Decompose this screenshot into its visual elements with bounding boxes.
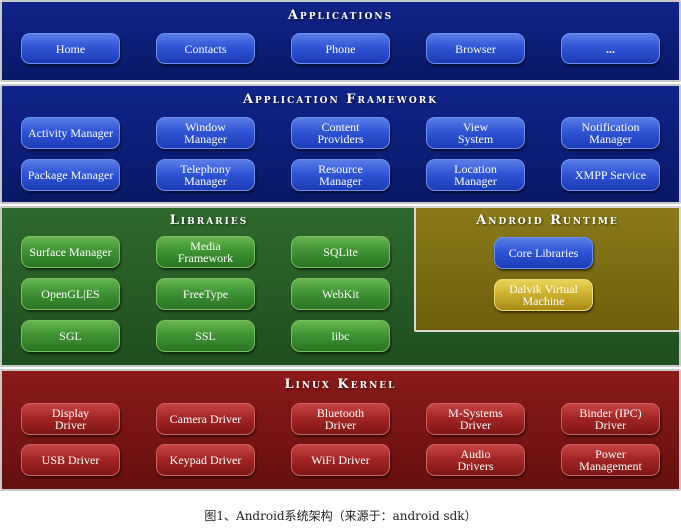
app-phone: Phone [291,33,390,64]
app-contacts: Contacts [156,33,255,64]
fw-location-manager: Location Manager [426,159,525,191]
lib-libc: libc [291,320,390,352]
libraries-title: Libraries [169,213,249,228]
kernel-keypad-driver: Keypad Driver [156,444,255,476]
kernel-audio-drivers: Audio Drivers [426,444,525,476]
fw-content-providers: Content Providers [291,117,390,149]
kernel-wifi-driver: WiFi Driver [291,444,390,476]
fw-telephony-manager: Telephony Manager [156,159,255,191]
fw-xmpp-service: XMPP Service [561,159,660,191]
kernel-usb-driver: USB Driver [21,444,120,476]
applications-title: Applications [287,8,394,23]
kernel-bluetooth-driver: Bluetooth Driver [291,403,390,435]
lib-freetype: FreeType [156,278,255,310]
kernel-camera-driver: Camera Driver [156,403,255,435]
runtime-title: Android Runtime [476,213,619,228]
fw-activity-manager: Activity Manager [21,117,120,149]
kernel-msystems-driver: M-Systems Driver [426,403,525,435]
lib-media-framework: Media Framework [156,236,255,268]
fw-package-manager: Package Manager [21,159,120,191]
fw-notification-manager: Notification Manager [561,117,660,149]
runtime-dalvik-vm: Dalvik Virtual Machine [494,279,593,311]
runtime-core-libraries: Core Libraries [494,237,593,269]
app-more: ... [561,33,660,64]
app-browser: Browser [426,33,525,64]
fw-view-system: View System [426,117,525,149]
fw-window-manager: Window Manager [156,117,255,149]
kernel-display-driver: Display Driver [21,403,120,435]
framework-title: Application Framework [242,92,439,107]
figure-caption: 图1、Android系统架构（来源于：android sdk） [204,509,477,523]
kernel-title: Linux Kernel [284,377,397,392]
lib-sgl: SGL [21,320,120,352]
lib-opengl-es: OpenGL|ES [21,278,120,310]
lib-webkit: WebKit [291,278,390,310]
fw-resource-manager: Resource Manager [291,159,390,191]
kernel-binder-ipc-driver: Binder (IPC) Driver [561,403,660,435]
lib-sqlite: SQLite [291,236,390,268]
lib-surface-manager: Surface Manager [21,236,120,268]
runtime-layer: Android Runtime [414,206,681,332]
app-home: Home [21,33,120,64]
lib-ssl: SSL [156,320,255,352]
kernel-power-management: Power Management [561,444,660,476]
